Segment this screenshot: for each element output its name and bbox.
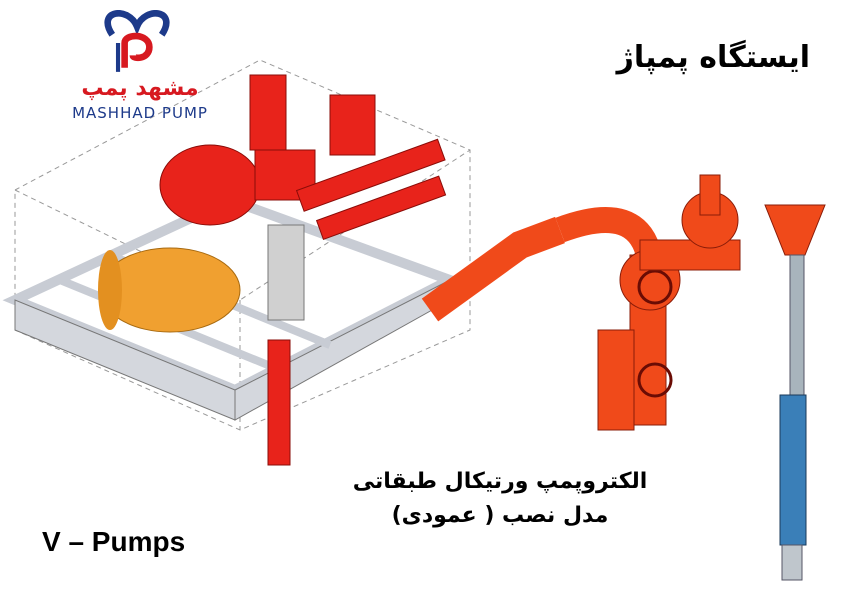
- brand-name-en: MASHHAD PUMP: [72, 104, 208, 122]
- mashhad-pump-logo: [62, 10, 212, 78]
- page-title: ایستگاه پمپاژ: [616, 40, 810, 75]
- tank: [98, 247, 241, 333]
- pump-station: [159, 74, 447, 466]
- product-subtitle-line1: الکتروپمپ ورتیکال طبقاتی: [352, 469, 648, 494]
- skid-frame: [2, 194, 463, 421]
- vertical-pump: [764, 204, 826, 581]
- discharge-pipe: [421, 174, 741, 431]
- brand-name-fa: مشهد پمپ: [81, 76, 199, 101]
- product-subtitle-line2: مدل نصب ( عمودی): [391, 503, 609, 528]
- product-label: V – Pumps: [42, 526, 186, 557]
